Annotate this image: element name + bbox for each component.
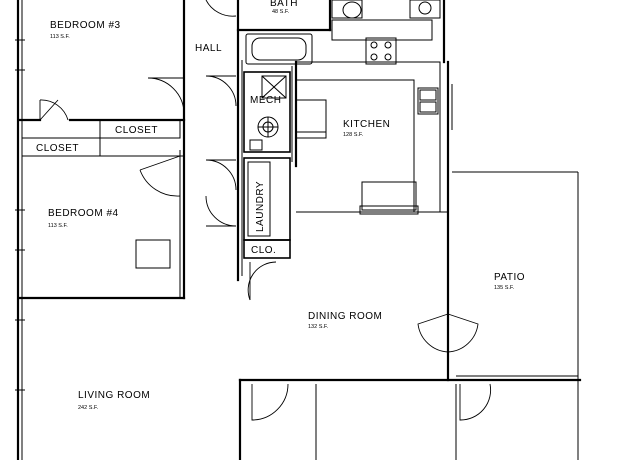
- room-labels: BATH 48 S.F. BEDROOM #3 113 S.F. HALL ME…: [36, 0, 525, 411]
- dining-room-area: 132 S.F.: [308, 324, 329, 330]
- closet-2-label: CLOSET: [36, 143, 79, 154]
- bedroom-3: [18, 77, 186, 122]
- patio-area: 135 S.F.: [494, 285, 515, 291]
- hall-label: HALL: [195, 43, 222, 54]
- living-room-label: LIVING ROOM: [78, 390, 150, 401]
- bedroom-4-label: BEDROOM #4: [48, 208, 119, 219]
- kitchen-area: 128 S.F.: [343, 132, 364, 138]
- clo-label: CLO.: [251, 245, 276, 256]
- bath-label: BATH: [270, 0, 298, 9]
- dining-room-label: DINING ROOM: [308, 311, 382, 322]
- living-room-area: 242 S.F.: [78, 405, 99, 411]
- closet-1-label: CLOSET: [115, 125, 158, 136]
- kitchen: [291, 0, 453, 382]
- kitchen-label: KITCHEN: [343, 119, 390, 130]
- bedroom-4: [135, 239, 171, 269]
- lower-walls: [238, 378, 582, 460]
- closets: [21, 119, 184, 197]
- bedroom-3-label: BEDROOM #3: [50, 20, 121, 31]
- bedroom-3-area: 113 S.F.: [50, 34, 70, 40]
- core-walls: [205, 0, 441, 301]
- patio-label: PATIO: [494, 272, 525, 283]
- bedroom-4-area: 113 S.F.: [48, 223, 68, 229]
- exterior-walls: [15, 0, 186, 460]
- mech-label: MECH: [250, 95, 281, 106]
- patio: [417, 171, 579, 460]
- bath-area: 48 S.F.: [272, 9, 290, 15]
- laundry-label: LAUNDRY: [255, 181, 266, 232]
